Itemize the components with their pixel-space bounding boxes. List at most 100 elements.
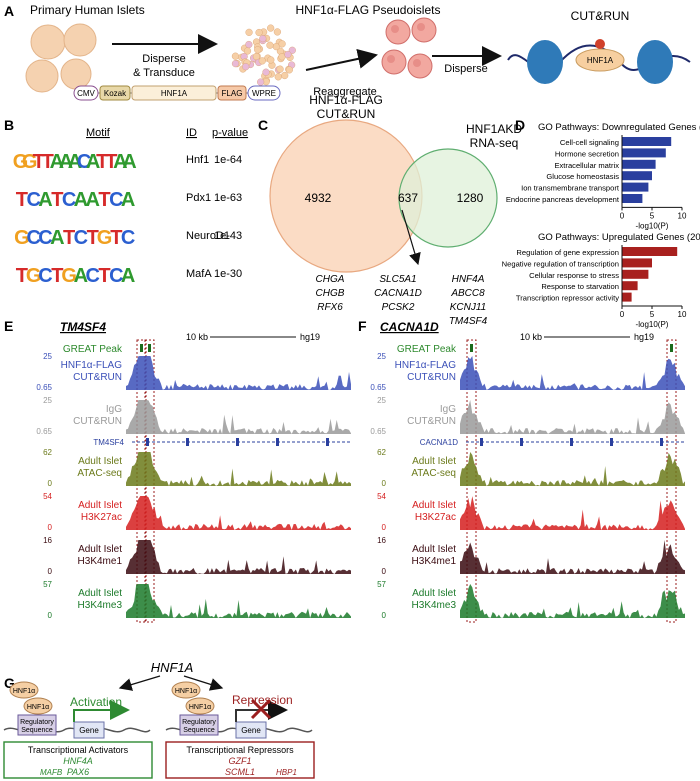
pseudoislets-icon xyxy=(381,17,437,79)
activator-pax6: PAX6 xyxy=(67,767,89,777)
panel-label-e: E xyxy=(4,318,13,334)
gene-box-label-1: Gene xyxy=(79,726,99,735)
track-label: Adult Islet xyxy=(412,544,456,555)
panel-label-d: D xyxy=(515,117,525,133)
track-label: Adult Islet xyxy=(412,588,456,599)
track-max: 25 xyxy=(377,352,386,361)
motif-letter: T xyxy=(98,189,110,211)
hnf-protein-1: HNF1α xyxy=(13,688,35,695)
motif-letter: A xyxy=(86,151,100,173)
scale-label: 10 kb xyxy=(186,332,208,342)
motif-letter: T xyxy=(110,227,122,249)
pseudoislet-detail xyxy=(391,25,399,33)
track-max: 16 xyxy=(377,536,386,545)
motif-letter: C xyxy=(38,265,52,287)
exon xyxy=(236,438,239,446)
exon xyxy=(520,438,523,446)
track-min: 0.65 xyxy=(36,427,52,436)
disperse-transduce-label-2: & Transduce xyxy=(133,67,195,79)
pseudoislet-detail xyxy=(417,23,425,31)
gene-box-label-2: Gene xyxy=(241,726,261,735)
track-label: H3K4me3 xyxy=(412,600,457,611)
motif-letter: A xyxy=(85,189,99,211)
gene-model-label: CACNA1D xyxy=(420,438,458,447)
overlap-gene: ABCC8 xyxy=(450,288,485,299)
activator-hnf4a: HNF4A xyxy=(63,756,93,766)
motif-letter: T xyxy=(33,151,45,173)
motif-letter: C xyxy=(109,265,123,287)
track-label: Adult Islet xyxy=(412,456,456,467)
pseudoislet-detail xyxy=(413,59,421,67)
great-peak-label: GREAT Peak xyxy=(63,344,123,355)
motif-letter: T xyxy=(87,227,99,249)
track-max: 54 xyxy=(377,492,386,501)
overlap-gene: KCNJ11 xyxy=(450,302,487,313)
motif-letter: T xyxy=(16,265,28,287)
dispersed-cell xyxy=(242,63,250,71)
go-category: Negative regulation of transcription xyxy=(502,259,619,268)
motif-letter: A xyxy=(121,265,135,287)
go-bar xyxy=(622,194,643,203)
panel-label-g: G xyxy=(4,675,15,691)
pseudoislet xyxy=(407,53,433,79)
exon xyxy=(660,438,663,446)
track-max: 54 xyxy=(43,492,52,501)
pvalue-header: p-value xyxy=(212,127,248,139)
motif-letter: G xyxy=(26,265,42,287)
signal-track xyxy=(126,540,351,574)
motif-letter: C xyxy=(74,227,88,249)
motif-letter: A xyxy=(68,151,82,173)
dispersed-cell xyxy=(245,40,253,49)
venn-overlap-count: 637 xyxy=(398,191,418,205)
track-min: 0.65 xyxy=(370,383,386,392)
motif-pvalue: 1e-30 xyxy=(214,268,242,280)
great-peak xyxy=(140,344,143,352)
assembly-label: hg19 xyxy=(300,332,320,342)
motif-pvalue: 1e-63 xyxy=(214,192,242,204)
exon xyxy=(146,438,149,446)
dispersed-cell xyxy=(231,60,240,68)
dispersed-cell xyxy=(273,28,281,36)
go-bar xyxy=(622,269,649,279)
motif-letter: A xyxy=(59,151,73,173)
track-max: 25 xyxy=(43,352,52,361)
overlap-gene: RFX6 xyxy=(317,302,343,313)
motif-letter: C xyxy=(26,227,40,249)
motif-letter: A xyxy=(122,151,136,173)
venn-left-title-1: HNF1α-FLAG xyxy=(309,93,383,107)
motif-letter: T xyxy=(16,189,28,211)
motif-letter: G xyxy=(13,151,29,173)
pseudoislet xyxy=(381,49,407,75)
motif-letter: T xyxy=(42,151,54,173)
overlap-gene: HNF4A xyxy=(452,274,485,285)
track-label: ATAC-seq xyxy=(411,468,456,479)
construct-diagram: CMV Kozak HNF1A FLAG WPRE xyxy=(73,85,281,101)
signal-track xyxy=(126,452,351,486)
venn-arrow xyxy=(401,209,421,266)
go-xlabel: -log10(P) xyxy=(636,221,669,230)
track-label: H3K27ac xyxy=(415,512,456,523)
overlap-gene: CHGB xyxy=(316,288,345,299)
signal-track xyxy=(460,496,685,530)
track-label: HNF1α-FLAG xyxy=(61,360,123,371)
go-bar xyxy=(622,182,649,192)
track-label: H3K4me1 xyxy=(412,556,457,567)
go-category: Extracellular matrix xyxy=(554,161,619,170)
go-tick-label: 10 xyxy=(678,310,687,319)
overlap-gene-lists: CHGACHGBRFX6SLC5A1CACNA1DPCSK2HNF4AABCC8… xyxy=(316,274,488,327)
exon xyxy=(570,438,573,446)
track-label: CUT&RUN xyxy=(407,416,456,427)
exon xyxy=(186,438,189,446)
reg-seq-label-3: Regulatory xyxy=(182,719,216,726)
track-max: 57 xyxy=(377,580,386,589)
motif-letter: A xyxy=(121,189,135,211)
id-header: ID xyxy=(186,127,197,139)
motif-id: Hnf1 xyxy=(186,154,209,166)
repression-label: Repression xyxy=(232,693,293,707)
go-tick-label: 5 xyxy=(650,310,655,319)
motif-pvalue: 1e-64 xyxy=(214,154,242,166)
motif-letter: C xyxy=(85,265,99,287)
track-min: 0.65 xyxy=(370,427,386,436)
